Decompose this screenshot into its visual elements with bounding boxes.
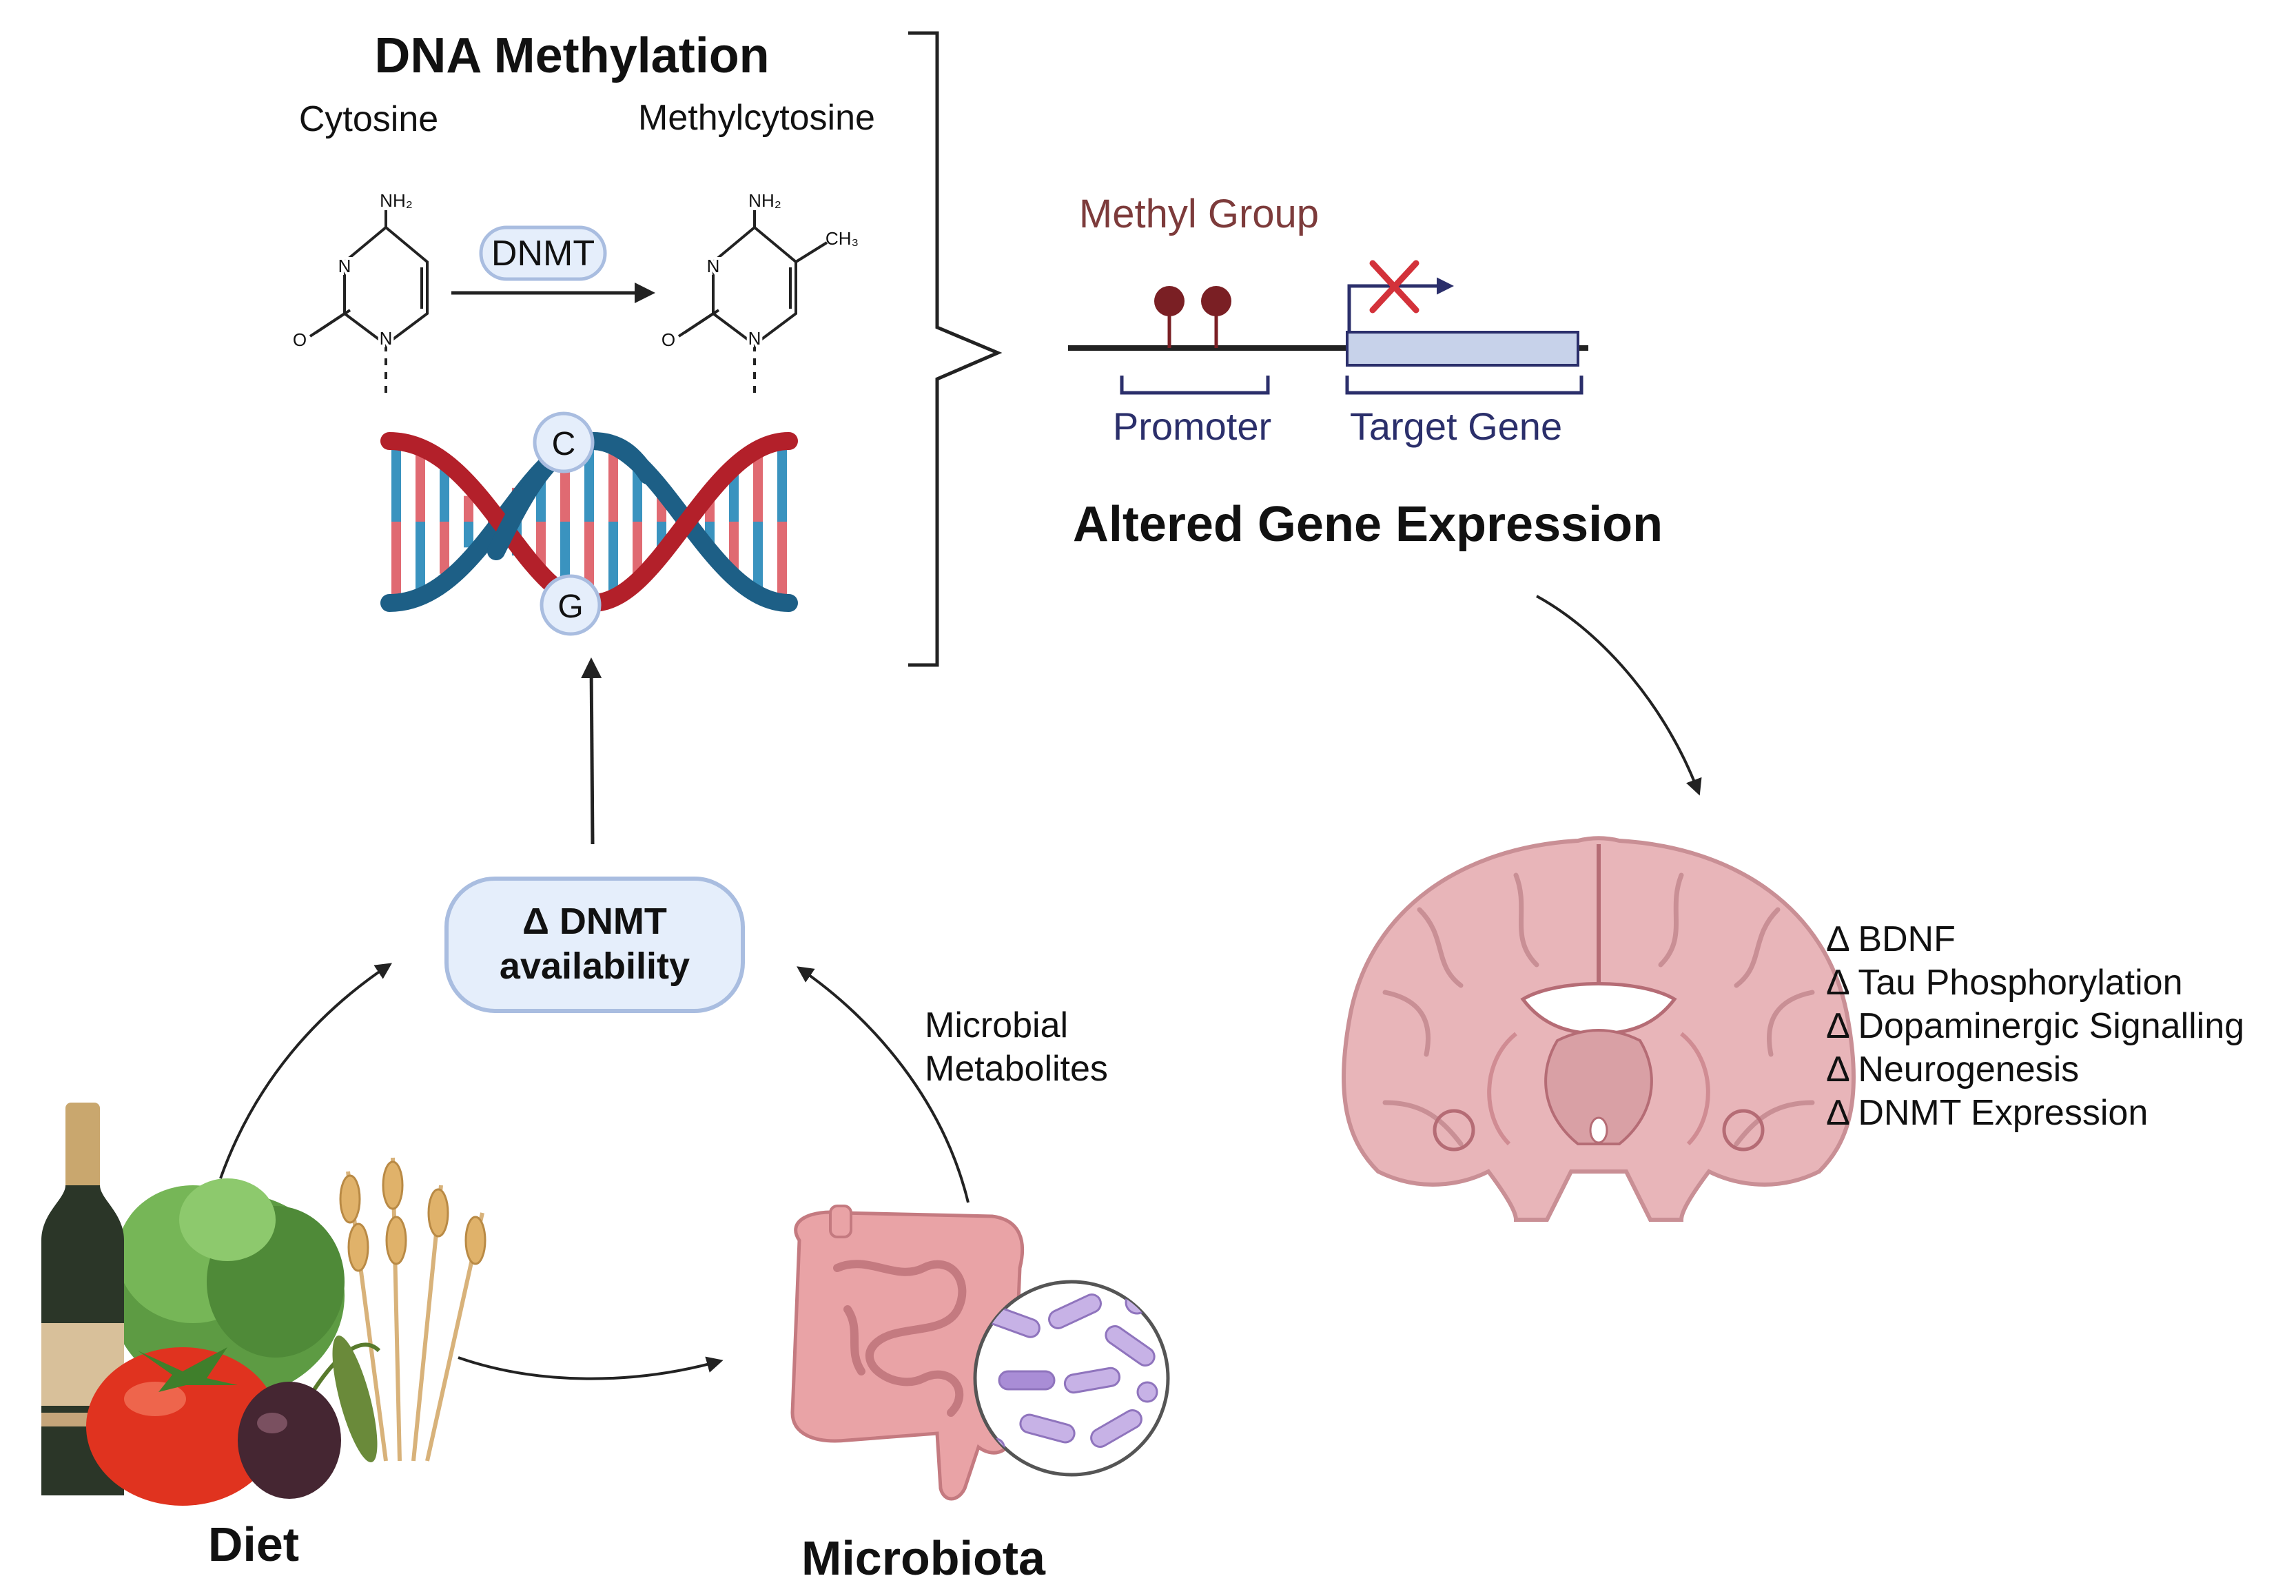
dna-base-pair-half	[777, 441, 787, 522]
cytosine-label: Cytosine	[299, 99, 438, 139]
cytosine-n1: N	[380, 328, 393, 349]
methylcytosine-nh2: NH₂	[748, 190, 781, 211]
dna-base-pair-half	[464, 495, 473, 522]
brain-effect-item: Δ Dopaminergic Signalling	[1826, 1006, 2244, 1046]
methylcytosine-label: Methylcytosine	[638, 98, 875, 138]
dnmt-availability-line2: availability	[500, 945, 690, 987]
base-g-circle	[540, 574, 602, 636]
lettuce-icon	[110, 1178, 345, 1399]
dna-base-pair-half	[608, 522, 618, 597]
dna-base-pair-half	[391, 522, 401, 602]
dna-base-pair-half	[464, 522, 473, 548]
methylcytosine-o: O	[662, 329, 675, 350]
methylcytosine-structure	[677, 210, 828, 400]
dna-base-pair-half	[391, 441, 401, 522]
arrow-diet-to-dnmt	[219, 963, 392, 1179]
tomato-icon	[86, 1347, 279, 1506]
bacteria-magnifier-icon	[973, 1280, 1170, 1477]
dnmt-enzyme-label: DNMT	[491, 234, 595, 274]
microbial-metabolites-line2: Metabolites	[925, 1049, 1108, 1089]
cytosine-o: O	[293, 329, 307, 350]
brain-effect-item: Δ Tau Phosphorylation	[1826, 963, 2183, 1003]
dnmt-availability-line1: Δ DNMT	[522, 901, 667, 942]
dna-base-pairs	[391, 441, 787, 602]
diet-food-illustration	[41, 1103, 486, 1506]
base-g-label: G	[557, 589, 583, 625]
base-c-label: C	[552, 426, 576, 462]
brain-effect-item: Δ DNMT Expression	[1826, 1093, 2148, 1133]
methyl-group-marker-1	[1154, 286, 1185, 348]
cytosine-structure	[309, 210, 429, 400]
dna-base-pair-half	[753, 522, 763, 593]
cytosine-n3: N	[338, 256, 351, 276]
methyl-group-label: Methyl Group	[1079, 192, 1319, 236]
target-gene-label: Target Gene	[1350, 405, 1562, 448]
methyl-group-marker-2	[1201, 286, 1231, 348]
transcription-start-arrow	[1347, 277, 1454, 332]
intestine-icon	[790, 1205, 1025, 1501]
arrow-gene-to-brain	[1536, 595, 1702, 796]
target-gene-bracket	[1345, 376, 1583, 395]
dna-base-pair-half	[777, 522, 787, 602]
olive-icon	[238, 1336, 381, 1499]
microbial-metabolites-line1: Microbial	[925, 1005, 1068, 1045]
dna-base-pair-half	[416, 450, 425, 522]
dnmt-availability-box	[444, 877, 745, 1013]
methylcytosine-n1: N	[748, 328, 761, 349]
microbiota-label: Microbiota	[801, 1531, 1046, 1585]
dna-base-pair-half	[633, 522, 642, 580]
dna-base-pair-half	[440, 522, 449, 574]
arrow-microbiota-to-dnmt	[797, 966, 970, 1203]
dna-methylation-title: DNA Methylation	[374, 28, 769, 83]
brain-coronal-section	[1342, 836, 1856, 1222]
dna-base-pair-half	[440, 469, 449, 522]
methylcytosine-n3: N	[707, 256, 720, 276]
dna-base-pair-half	[729, 469, 739, 522]
brain-effect-item: Δ BDNF	[1826, 919, 1956, 959]
dna-base-pair-half	[753, 450, 763, 522]
blocked-transcription-x-icon	[1369, 260, 1419, 314]
methylcytosine-ch3: CH₃	[826, 228, 859, 249]
diet-label: Diet	[208, 1517, 299, 1571]
target-gene-box	[1346, 331, 1579, 367]
cytosine-nh2: NH₂	[380, 190, 413, 211]
altered-gene-expression-title: Altered Gene Expression	[1073, 497, 1663, 552]
arrow-diet-to-microbiota	[458, 1356, 724, 1380]
dnmt-enzyme-pill	[479, 225, 607, 281]
arrow-dnmt-to-dna	[581, 657, 602, 845]
brace-bracket	[908, 31, 1003, 667]
promoter-label: Promoter	[1113, 405, 1271, 448]
dna-base-pair-half	[729, 522, 739, 574]
dna-base-pair-half	[608, 447, 618, 522]
brain-effect-item: Δ Neurogenesis	[1826, 1050, 2079, 1089]
base-c-circle	[533, 411, 595, 473]
dna-double-helix	[380, 431, 798, 613]
promoter-bracket	[1120, 376, 1270, 395]
dna-base-pair-half	[416, 522, 425, 593]
